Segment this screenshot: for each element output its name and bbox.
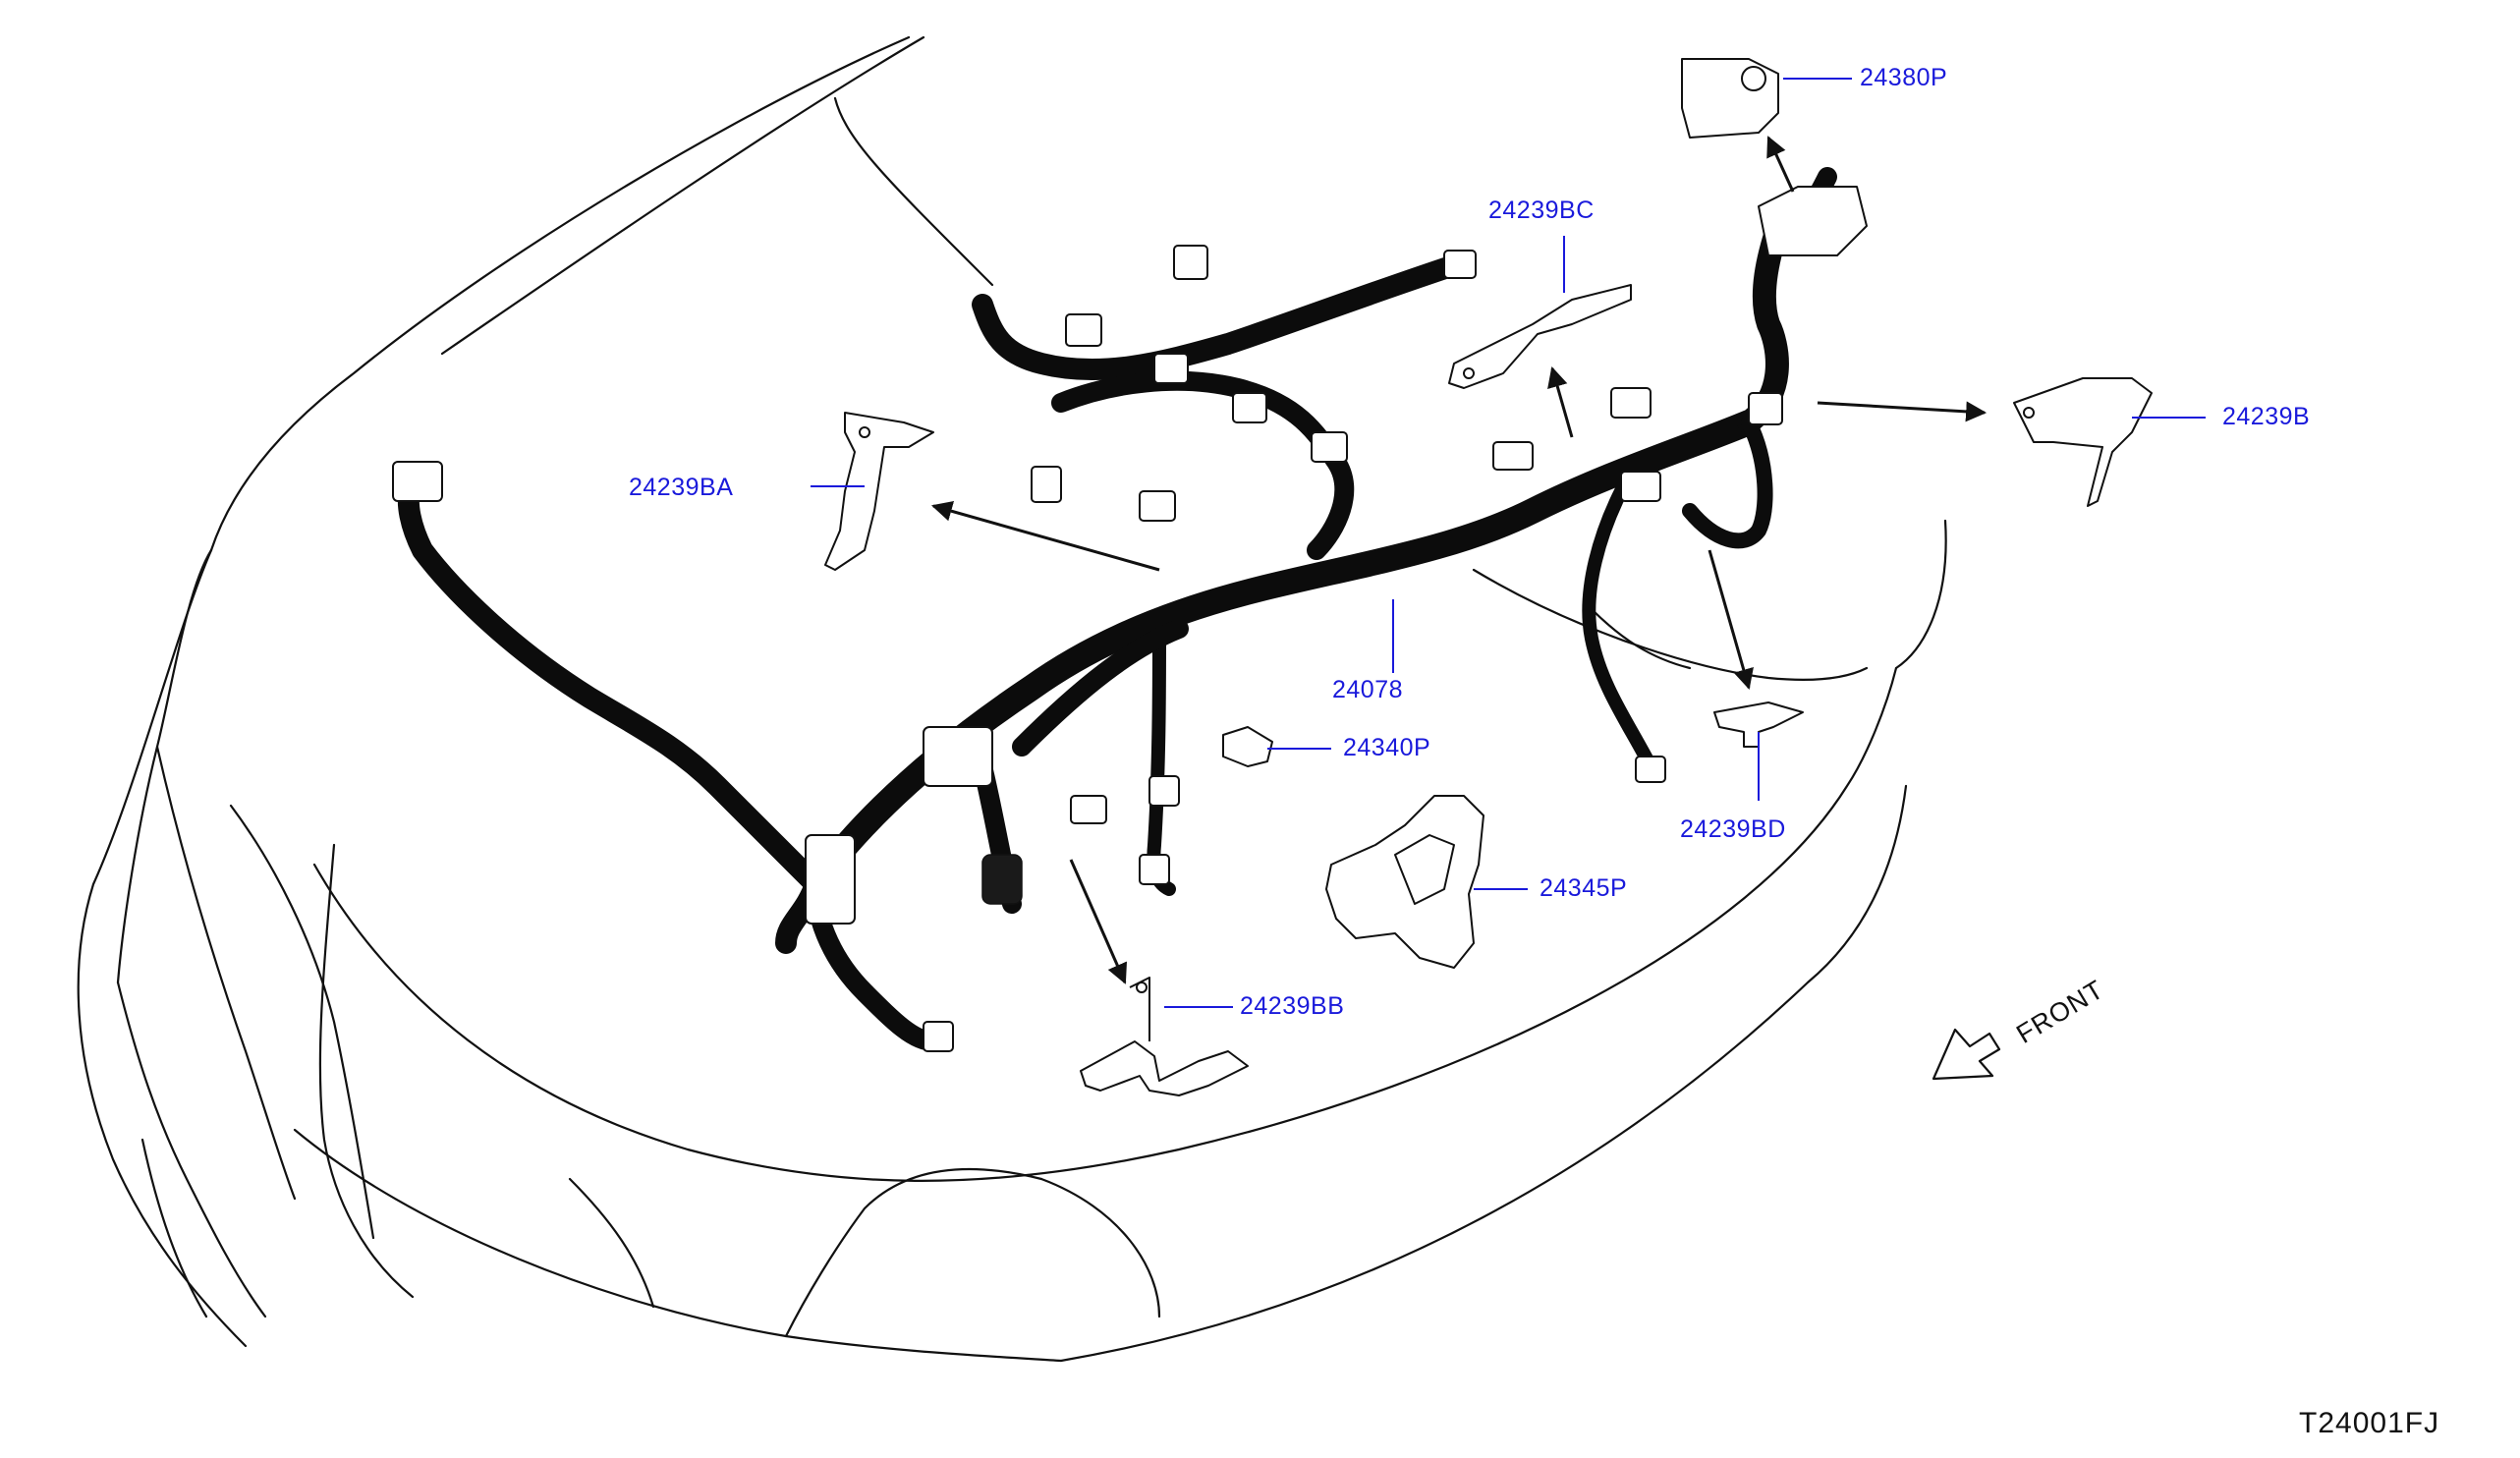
part-24340P-drawing[interactable] bbox=[1222, 726, 1273, 767]
part-24239B-drawing[interactable] bbox=[2013, 377, 2153, 507]
part-24239BC-drawing[interactable] bbox=[1448, 284, 1632, 389]
label-leader-lines bbox=[811, 78, 2206, 1008]
part-24380P-drawing[interactable] bbox=[1681, 58, 1868, 256]
part-24239BB-drawing[interactable] bbox=[1080, 977, 1249, 1096]
front-direction-arrow-icon bbox=[1932, 1028, 2001, 1081]
part-label-24239BB[interactable]: 24239BB bbox=[1240, 992, 1345, 1020]
part-label-24340P[interactable]: 24340P bbox=[1343, 734, 1431, 761]
part-label-24239BC[interactable]: 24239BC bbox=[1488, 196, 1595, 224]
vehicle-body-outline bbox=[77, 35, 1947, 1363]
diagram-code: T24001FJ bbox=[2299, 1407, 2440, 1439]
harness-connectors bbox=[392, 205, 1805, 1052]
part-label-24239BD[interactable]: 24239BD bbox=[1680, 815, 1786, 843]
part-label-24239BA[interactable]: 24239BA bbox=[629, 474, 734, 501]
part-label-24345P[interactable]: 24345P bbox=[1540, 874, 1628, 902]
part-24239BA-drawing[interactable] bbox=[824, 412, 934, 571]
explosion-arrows bbox=[930, 136, 1988, 984]
part-label-24380P[interactable]: 24380P bbox=[1860, 64, 1948, 91]
part-24345P-drawing[interactable] bbox=[1325, 795, 1484, 969]
part-label-24239B[interactable]: 24239B bbox=[2222, 403, 2311, 430]
part-label-24078[interactable]: 24078 bbox=[1332, 676, 1404, 703]
